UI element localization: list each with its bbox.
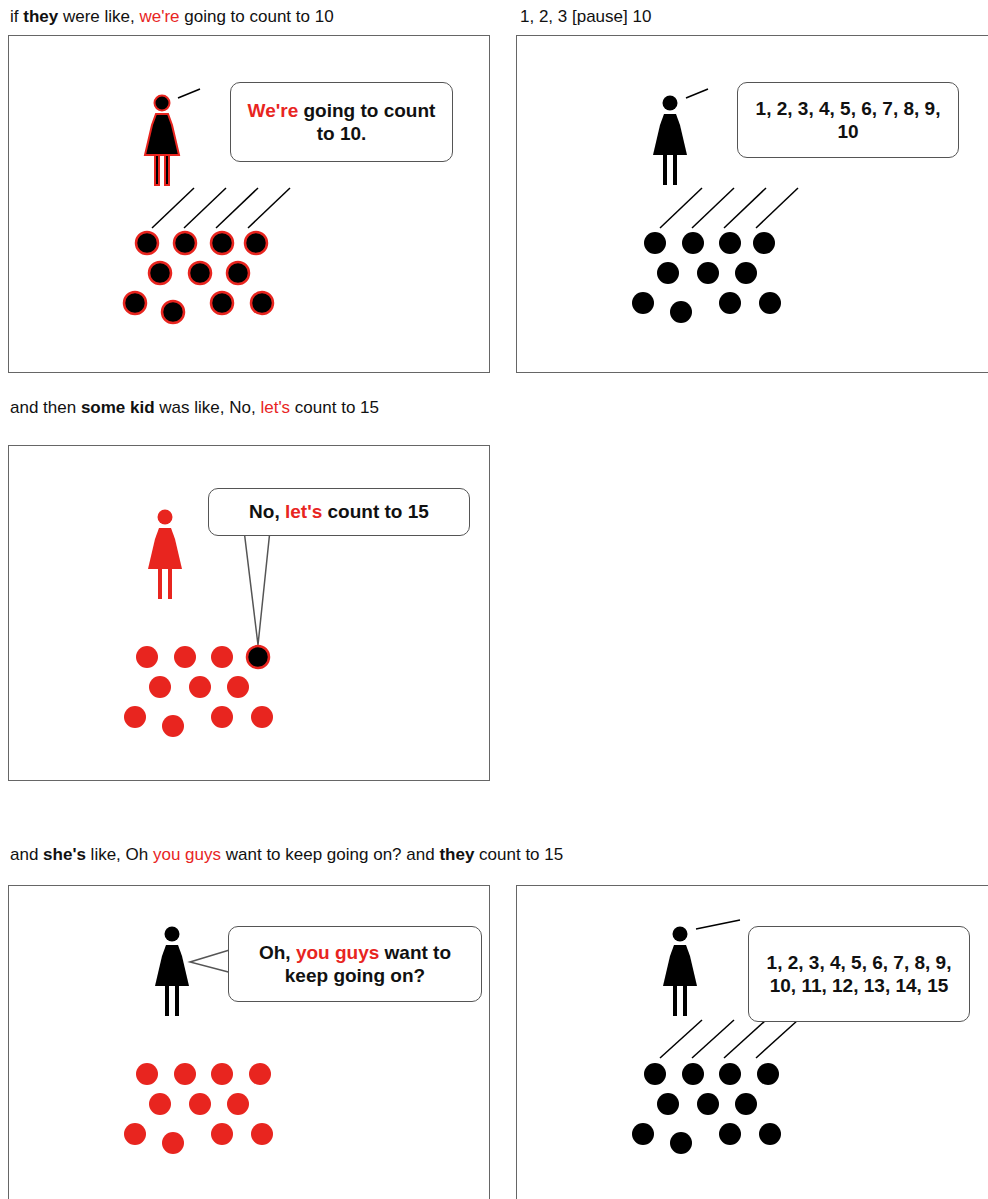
emphasized-word: some kid — [81, 398, 155, 417]
teacher-figure — [155, 927, 189, 1017]
children-dots — [124, 646, 273, 737]
panel-caption: and then some kid was like, No, let's co… — [10, 398, 379, 418]
children-dots — [124, 232, 273, 323]
speech-text: 1, 2, 3, 4, 5, 6, 7, 8, 9, 10 — [750, 97, 946, 143]
emphasized-word: they — [439, 845, 474, 864]
text-run: 1, 2, 3 [pause] 10 — [520, 7, 651, 26]
text-run: count to 15 — [322, 501, 429, 522]
panel-frame — [517, 36, 988, 373]
emphasized-word: we're — [139, 7, 179, 26]
emphasized-word: she's — [43, 845, 86, 864]
text-run: count to 15 — [290, 398, 379, 417]
panel-caption: if they were like, we're going to count … — [10, 7, 334, 27]
text-run: going to count to 10 — [180, 7, 334, 26]
speech-tail — [244, 530, 270, 645]
text-run: going to count to 10. — [298, 100, 435, 144]
teacher-figure — [145, 96, 179, 186]
emphasized-word: We're — [248, 100, 299, 121]
panel-frame — [9, 886, 490, 1199]
speech-line — [696, 920, 740, 929]
panel-frame — [9, 446, 490, 781]
teacher-figure — [148, 510, 182, 600]
teacher-figure — [653, 96, 687, 186]
text-run: and — [10, 845, 43, 864]
speech-text: 1, 2, 3, 4, 5, 6, 7, 8, 9, 10, 11, 12, 1… — [761, 951, 957, 997]
text-run: and then — [10, 398, 81, 417]
text-run: 1, 2, 3, 4, 5, 6, 7, 8, 9, 10 — [756, 98, 941, 142]
text-run: was like, No, — [155, 398, 261, 417]
panel-frame — [9, 36, 490, 373]
teacher-figure — [663, 927, 697, 1017]
emphasized-word: let's — [260, 398, 290, 417]
panel-frame — [517, 886, 988, 1199]
emphasized-word: you guys — [296, 942, 379, 963]
text-run: like, Oh — [86, 845, 153, 864]
text-run: want to keep going on? and — [221, 845, 439, 864]
emphasized-word: they — [23, 7, 58, 26]
panel-caption: and she's like, Oh you guys want to keep… — [10, 845, 563, 865]
speaking-child-dot — [247, 646, 269, 668]
emphasized-word: you guys — [153, 845, 221, 864]
panel-caption: 1, 2, 3 [pause] 10 — [520, 7, 651, 27]
text-run: were like, — [58, 7, 139, 26]
text-run: Oh, — [259, 942, 296, 963]
text-run: 1, 2, 3, 4, 5, 6, 7, 8, 9, 10, 11, 12, 1… — [767, 952, 952, 996]
speech-bubble: No, let's count to 15 — [208, 488, 470, 536]
emphasized-word: let's — [285, 501, 322, 522]
children-dots — [632, 1063, 781, 1154]
speech-line — [178, 89, 200, 98]
speech-text: Oh, you guys want to keep going on? — [241, 941, 469, 987]
children-dots — [124, 1063, 273, 1154]
children-dots — [632, 232, 781, 323]
text-run: count to 15 — [474, 845, 563, 864]
speech-bubble: 1, 2, 3, 4, 5, 6, 7, 8, 9, 10 — [737, 82, 959, 158]
speech-line — [686, 89, 708, 98]
speech-bubble: Oh, you guys want to keep going on? — [228, 926, 482, 1002]
speech-text: We're going to count to 10. — [243, 99, 440, 145]
address-lines — [660, 188, 798, 228]
address-lines — [660, 1020, 798, 1058]
speech-bubble: We're going to count to 10. — [230, 82, 453, 162]
text-run: No, — [249, 501, 285, 522]
text-run: if — [10, 7, 23, 26]
speech-text: No, let's count to 15 — [221, 500, 457, 523]
speech-bubble: 1, 2, 3, 4, 5, 6, 7, 8, 9, 10, 11, 12, 1… — [748, 926, 970, 1022]
address-lines — [152, 188, 290, 228]
